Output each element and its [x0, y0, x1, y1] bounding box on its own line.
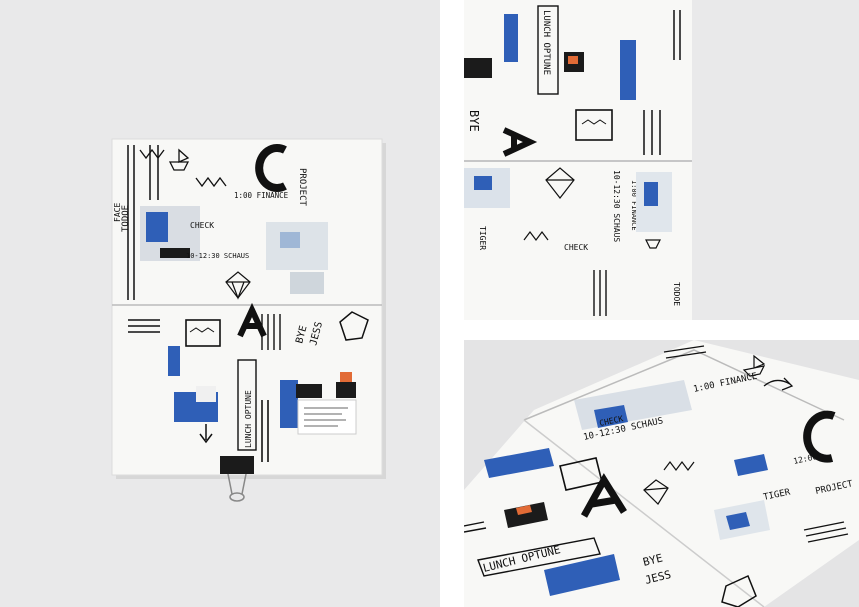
project-label: PROJECT	[297, 168, 307, 207]
paper-boat-icon	[645, 239, 661, 249]
collage-blue-strip-1	[484, 448, 554, 478]
schedule-label: 10-12:30 SCHAUS	[186, 252, 249, 260]
ruling-bars	[464, 521, 849, 543]
check-label: CHECK	[190, 221, 214, 230]
binder-clip-icon	[220, 456, 254, 502]
collage-blue-strip-1	[168, 346, 180, 376]
collage-blue-strip-2	[544, 554, 620, 596]
letter-a-drawing	[580, 473, 627, 518]
bye-label: BYE	[294, 324, 309, 344]
window-drawing	[559, 457, 603, 491]
geometric-gem-icon	[643, 479, 669, 505]
lunch-banner	[237, 359, 257, 451]
photo-journal-perspective: 10-12:30 SCHAUS 1:00 FINANCE CHECK LUNCH…	[464, 340, 859, 607]
journal-spine	[523, 419, 765, 607]
collage-blue-strip-2	[620, 40, 636, 100]
journal-rotated-svg: LUNCH OPTUNE BYE 10-12:30 SCHAUS CHECK T…	[464, 0, 859, 320]
collage-blue-block-1	[146, 212, 168, 242]
geometric-gem-icon	[545, 167, 575, 199]
collage-dark-block	[296, 384, 322, 398]
collage-orange-block	[340, 372, 352, 382]
zigzag-band	[523, 231, 549, 241]
todo-label: TODOE	[121, 205, 131, 232]
journal-top-edge	[523, 349, 845, 421]
zigzag-band	[663, 461, 695, 471]
collage-dark-strip-1	[160, 248, 190, 258]
ruling-bars	[643, 10, 681, 155]
collage-blue-block-2	[726, 512, 750, 530]
ruling-bottom	[593, 270, 607, 316]
journal-pages	[464, 340, 859, 607]
collage-blue-block-2	[280, 232, 300, 248]
lunch-banner	[477, 537, 601, 577]
bye-label: BYE	[642, 551, 664, 568]
collage-blue-block	[474, 176, 492, 190]
collage-blue-strip-3	[734, 454, 768, 476]
check-label: CHECK	[564, 243, 588, 252]
journal-page-left	[464, 0, 692, 160]
letter-c-drawing	[255, 144, 287, 192]
page-bottom-bars	[261, 400, 269, 462]
waves-drawing	[581, 119, 607, 125]
geometric-gem-icon	[225, 271, 251, 300]
collage-blue-block-2	[644, 182, 658, 206]
waves-drawing	[189, 327, 215, 333]
letter-a-drawing	[237, 302, 267, 338]
window-drawing	[185, 319, 221, 347]
arrow-icon	[763, 377, 794, 391]
zigzag-band-2	[195, 176, 227, 188]
letter-a-drawing	[502, 127, 538, 157]
collage-blue-strip-1	[504, 14, 518, 62]
collage-photo-3	[290, 272, 324, 294]
jess-label: JESS	[644, 568, 673, 587]
shield-drawing	[721, 574, 757, 607]
journal-top-view-svg: TODOE 1:00 FINANCE PROJECT FACE CHECK 10…	[0, 0, 440, 607]
collage-orange-block	[568, 56, 578, 64]
photo-journal-rotated-closeup: LUNCH OPTUNE BYE 10-12:30 SCHAUS CHECK T…	[464, 0, 859, 320]
zigzag-band-1	[139, 148, 165, 160]
tiger-label: TIGER	[478, 226, 487, 250]
lunch-banner	[537, 5, 559, 95]
collage-blue-strip-3	[280, 380, 298, 428]
collage-dark-block	[504, 502, 548, 528]
photo-journal-top-view: TODOE 1:00 FINANCE PROJECT FACE CHECK 10…	[0, 0, 440, 607]
face-label: FACE	[113, 203, 122, 222]
ruling-top	[663, 345, 707, 359]
note-card	[297, 399, 357, 435]
paper-boat-icon	[168, 148, 190, 171]
collage-white-patch	[196, 386, 216, 402]
letter-c-drawing	[803, 410, 836, 463]
lunch-label: LUNCH OPTUNE	[541, 10, 551, 75]
paper-boat-icon	[742, 354, 766, 377]
lunch-label: LUNCH OPTUNE	[244, 390, 253, 448]
todo-label: TODOE	[672, 282, 681, 306]
note-card-lines	[304, 407, 348, 427]
schedule-label: 10-12:30 SCHAUS	[612, 170, 621, 242]
arrow-icon	[199, 424, 213, 444]
window-drawing	[575, 109, 613, 141]
bye-label: BYE	[467, 110, 481, 132]
collage-dark-block	[464, 58, 492, 78]
finance-label: 1:00 FINANCE	[630, 180, 638, 231]
collage-orange-block	[516, 505, 532, 515]
page-bottom-ruling	[128, 314, 281, 350]
collage-blue-block-1	[594, 405, 628, 428]
page-top-ruling	[127, 145, 159, 300]
shield-drawing	[339, 311, 369, 341]
journal-perspective-svg: 10-12:30 SCHAUS 1:00 FINANCE CHECK LUNCH…	[464, 340, 859, 607]
collage-dark-block-2	[336, 382, 356, 398]
finance-label: 1:00 FINANCE	[234, 191, 289, 200]
